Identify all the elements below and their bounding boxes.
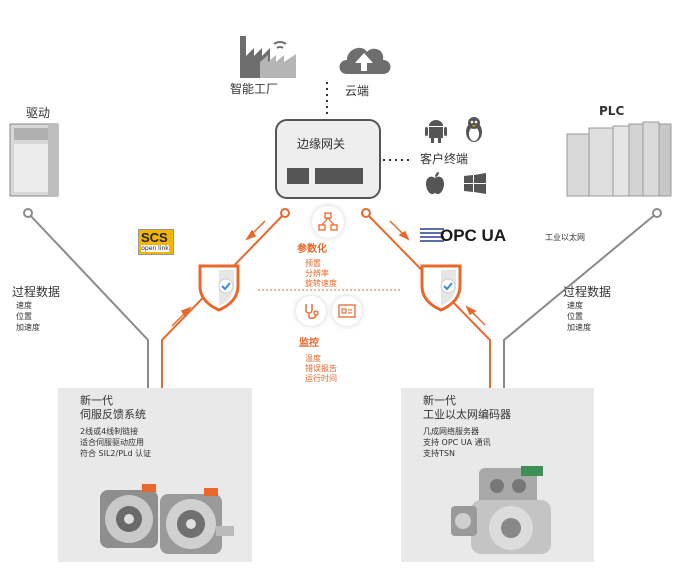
- scs-logo: SCS open link: [138, 229, 174, 255]
- report-icon: [332, 296, 362, 326]
- right-process-title: 过程数据: [563, 285, 612, 299]
- plc-label: PLC: [599, 104, 625, 118]
- client-label: 客户终端: [420, 152, 469, 166]
- right-process-list: 速度 位置 加速度: [567, 301, 591, 332]
- ethernet-panel-features: 几成网络服务器 支持 OPC UA 通讯 支持TSN: [423, 427, 491, 458]
- parameterization-list: 预置 分辨率 旋转速度: [305, 259, 337, 288]
- windows-icon: [464, 173, 486, 194]
- monitoring-list: 温度 错误报告 运行时间: [305, 354, 337, 383]
- cloud-label: 云端: [345, 84, 370, 98]
- factory-label: 智能工厂: [230, 82, 279, 96]
- opcua-logo-mark: [420, 228, 444, 242]
- servo-panel-title-2: 伺服反馈系统: [80, 408, 146, 421]
- gateway-port-2: [315, 168, 363, 184]
- opcua-logo: OPC UA: [440, 226, 507, 245]
- apple-icon: [426, 172, 444, 195]
- stethoscope-icon: [296, 296, 326, 326]
- left-process-title: 过程数据: [12, 285, 61, 299]
- ethernet-panel-title-2: 工业以太网编码器: [423, 408, 511, 421]
- plc-link-line: [503, 212, 658, 388]
- servo-panel-features: 2线或4线制链接 适合伺服驱动应用 符合 SIL2/PLd 认证: [80, 427, 152, 458]
- drive-device: [9, 123, 59, 197]
- drive-label: 驱动: [26, 106, 51, 120]
- servo-feedback-panel: 新一代 伺服反馈系统 2线或4线制链接 适合伺服驱动应用 符合 SIL2/PLd…: [58, 388, 252, 562]
- linux-icon: [466, 117, 482, 142]
- edge-gateway: 边缘网关: [275, 119, 381, 199]
- servo-encoders-image: [100, 484, 234, 554]
- android-icon: [425, 120, 447, 143]
- monitoring-title: 监控: [299, 338, 319, 349]
- data-flow-arrows: [171, 220, 486, 327]
- ethernet-panel-title-1: 新一代: [423, 394, 456, 407]
- right-encoder-link: [365, 212, 491, 388]
- ethernet-encoder-image: [451, 466, 551, 554]
- industrial-ethernet-label: 工业以太网: [545, 233, 585, 242]
- parameterization-title: 参数化: [297, 244, 327, 255]
- parameterization-icon: [312, 206, 344, 238]
- left-process-list: 速度 位置 加速度: [16, 301, 40, 332]
- left-encoder-node: [280, 208, 290, 218]
- plc-link-node: [652, 208, 662, 218]
- ethernet-encoder-panel: 新一代 工业以太网编码器 几成网络服务器 支持 OPC UA 通讯 支持TSN: [401, 388, 594, 562]
- left-security-shield-icon: [198, 264, 240, 312]
- gateway-label: 边缘网关: [297, 137, 346, 151]
- gateway-port-1: [287, 168, 309, 184]
- factory-icon: [240, 36, 296, 78]
- left-encoder-link: [161, 212, 286, 388]
- right-encoder-node: [361, 208, 371, 218]
- drive-link-node: [23, 208, 33, 218]
- drive-link-line: [27, 212, 149, 388]
- right-security-shield-icon: [420, 264, 462, 312]
- plc-device: [566, 121, 672, 197]
- cloud-icon: [339, 47, 391, 74]
- servo-panel-title-1: 新一代: [80, 394, 113, 407]
